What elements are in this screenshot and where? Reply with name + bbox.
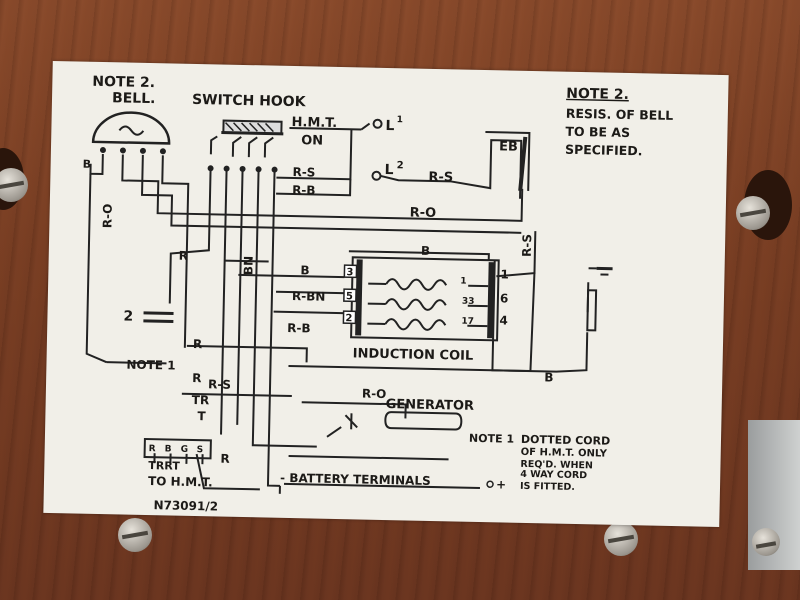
dotted-cord-line-1: DOTTED CORD <box>521 433 611 448</box>
l1-label: L <box>385 118 394 134</box>
rs-note-label: R-S <box>208 377 231 391</box>
switch-hook-label: SWITCH HOOK <box>192 92 307 110</box>
trrt-label: TRRT <box>148 459 180 473</box>
plug-b-label: B <box>165 444 172 454</box>
tr-label: TR <box>192 393 210 407</box>
part-number-label: N73091/2 <box>153 498 218 513</box>
on-label: ON <box>301 133 323 148</box>
b-coil-top-label: B <box>421 244 430 258</box>
induction-coil-label: INDUCTION COIL <box>353 346 474 364</box>
circuit-diagram-label: NOTE 2. BELL. SWITCH HOOK H.M.T. ON L 1 … <box>43 60 729 528</box>
ro-left-label: R-O <box>100 204 115 229</box>
battery-terminals-label: - BATTERY TERMINALS <box>280 471 431 488</box>
terminal-4: 4 <box>499 313 508 327</box>
bell-b-label: B <box>83 158 92 171</box>
r-lower-label: R <box>193 337 203 351</box>
winding-33-label: 33 <box>462 297 475 307</box>
r-bottom-label: R <box>220 452 230 466</box>
battery-plus-label: + <box>496 477 506 491</box>
l1-terminal <box>372 118 383 129</box>
terminal-5: 5 <box>346 291 353 302</box>
note1-right-label: NOTE 1 <box>469 432 514 446</box>
battery-symbol <box>586 266 613 332</box>
resis-line-3: SPECIFIED. <box>565 142 643 159</box>
r-left-label: R <box>179 249 189 263</box>
eb-label: EB <box>499 139 518 154</box>
induction-coil-symbol <box>342 256 500 342</box>
generator-label: GENERATOR <box>386 397 475 414</box>
capacitor-2-label: 2 <box>123 309 133 325</box>
rs-wire-label-1: R-S <box>292 165 315 179</box>
capacitor-symbol <box>143 311 174 324</box>
note2-top-label: NOTE 2. <box>92 74 155 91</box>
plug-s-label: S <box>197 445 204 455</box>
l1-superscript: 1 <box>397 115 403 125</box>
dotted-cord-line-3: REQ'D. WHEN <box>520 459 593 472</box>
terminal-1: 1 <box>500 267 509 281</box>
to-hmt-label: TO H.M.T. <box>148 474 213 489</box>
wiring <box>85 122 597 494</box>
l2-superscript: 2 <box>397 160 404 171</box>
rb-wire-label-1: R-B <box>292 183 316 197</box>
battery-plus-terminal <box>486 480 494 488</box>
note2-right-label: NOTE 2. <box>566 86 629 103</box>
terminal-2: 2 <box>345 313 352 324</box>
b-right-label: B <box>544 370 553 384</box>
resis-line-1: RESIS. OF BELL <box>566 106 674 123</box>
plug-g-label: G <box>181 445 189 455</box>
r-note-label: R <box>192 371 202 385</box>
dotted-cord-line-2: OF H.M.T. ONLY <box>521 447 608 460</box>
t-label: T <box>197 409 206 423</box>
hmt-plug-symbol <box>143 437 212 465</box>
switch-hook-symbol <box>207 119 284 173</box>
plug-r-label: R <box>149 444 156 454</box>
eb-contact <box>485 131 531 191</box>
rbn-label: R-BN <box>292 289 326 304</box>
l2-terminal <box>371 170 382 181</box>
dotted-cord-line-4: 4 WAY CORD <box>520 469 587 481</box>
hmt-label: H.M.T. <box>291 115 337 131</box>
winding-17-label: 17 <box>461 317 474 327</box>
terminal-3: 3 <box>346 267 353 278</box>
resis-line-2: TO BE AS <box>565 124 630 140</box>
screw-right-icon <box>736 196 770 230</box>
screw-left-icon <box>0 168 28 202</box>
rb-wire-label-2: R-B <box>287 321 311 335</box>
bracket-screw-icon <box>752 528 780 556</box>
ro-generator-label: R-O <box>362 387 387 402</box>
circuit-diagram: NOTE 2. BELL. SWITCH HOOK H.M.T. ON L 1 … <box>83 74 674 514</box>
winding-1-label: 1 <box>460 277 466 287</box>
rs-wire-label-2: R-S <box>428 170 453 186</box>
ro-mid-label: R-O <box>410 205 437 221</box>
bn-label: BN <box>241 256 255 275</box>
generator-symbol <box>326 411 463 438</box>
bell-symbol <box>91 111 171 155</box>
dotted-cord-line-5: IS FITTED. <box>520 481 575 493</box>
terminal-6: 6 <box>500 291 509 305</box>
screw-bottom-left-icon <box>118 518 152 552</box>
screw-bottom-right-icon <box>604 522 638 556</box>
note1-left-label: NOTE 1 <box>126 358 175 373</box>
l2-label: L <box>384 162 393 178</box>
bell-label: BELL. <box>112 90 156 107</box>
b-coil-left-label: B <box>300 263 309 277</box>
rs-vertical-label: R-S <box>520 234 534 257</box>
